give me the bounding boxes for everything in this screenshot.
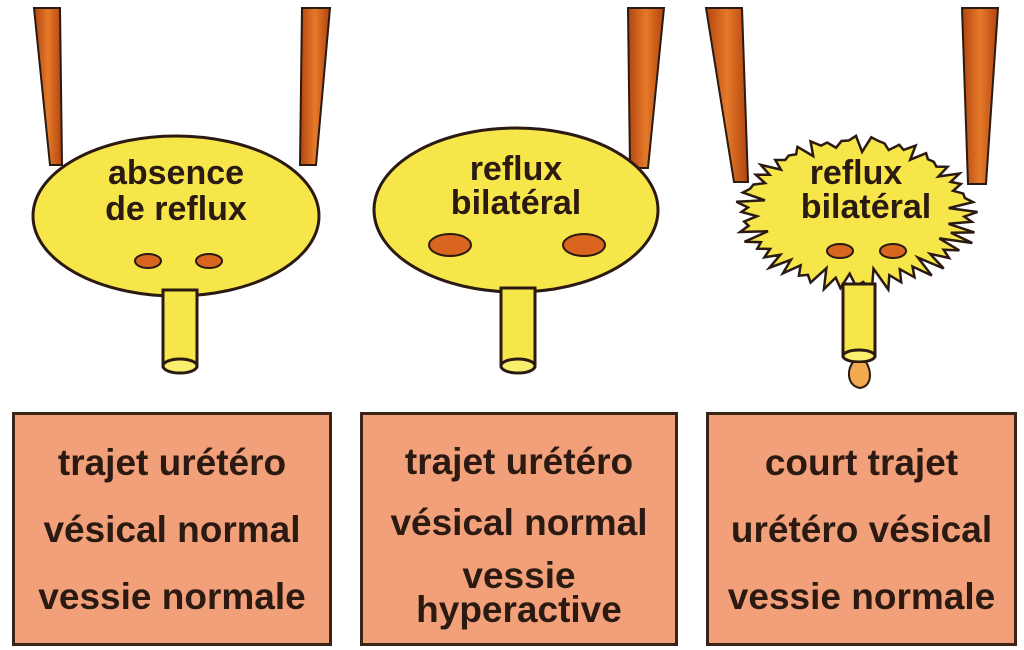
panel-1-bladder-label-line-2: de reflux (105, 190, 247, 228)
panel-3-box-line-3: vessie normale (728, 578, 995, 615)
panel-1-urethra (163, 290, 197, 366)
diagram-drawing: absence de reflux reflux bilatéral reflu… (0, 0, 1024, 400)
panel-2-bladder-label-line-1: reflux (470, 150, 563, 188)
panel-2-box-line-4: hyperactive (416, 592, 622, 627)
panel-3-urine-drop (849, 362, 870, 388)
panel-2-urethra (501, 288, 535, 366)
panel-1-right-orifice (196, 254, 222, 268)
panel-1-box-line-1: trajet urétéro (58, 444, 286, 481)
panel-3-box-line-2: urétéro vésical (731, 511, 992, 548)
panel-3-description-box: court trajet urétéro vésical vessie norm… (706, 412, 1017, 646)
panel-3-bladder-label-line-2: bilatéral (801, 188, 931, 226)
panel-2-bladder-label-line-2: bilatéral (451, 184, 581, 222)
panel-3-box-line-1: court trajet (765, 444, 958, 481)
panel-1-bladder-label-line-1: absence (108, 154, 244, 192)
panel-1-bladder: absence de reflux (33, 8, 330, 373)
panel-3-left-orifice (827, 244, 853, 258)
panel-1-left-orifice (135, 254, 161, 268)
panel-2-box-line-2: vésical normal (390, 504, 647, 541)
panel-2-box-line-1: trajet urétéro (405, 443, 633, 480)
panel-1-description-box: trajet urétéro vésical normal vessie nor… (12, 412, 332, 646)
panel-2-right-orifice (563, 234, 605, 256)
panel-1-box-line-3: vessie normale (38, 578, 305, 615)
panel-1-right-ureter (300, 8, 330, 165)
panel-3-right-orifice (880, 244, 906, 258)
panel-1-box-line-2: vésical normal (43, 511, 300, 548)
panel-3-bladder-label-line-1: reflux (810, 154, 903, 192)
panel-3-urethra-opening (843, 350, 875, 362)
panel-2-description-box: trajet urétéro vésical normal vessie hyp… (360, 412, 678, 646)
panel-3-left-ureter (706, 8, 748, 182)
panel-3-right-ureter (962, 8, 998, 184)
panel-1-left-ureter (34, 8, 62, 165)
panel-2-left-orifice (429, 234, 471, 256)
panel-2-urethra-opening (501, 359, 535, 373)
panel-3-urethra (843, 284, 875, 356)
panel-1-urethra-opening (163, 359, 197, 373)
panel-2-right-ureter (628, 8, 664, 168)
panel-2-box-line-3: vessie (462, 559, 575, 592)
panel-3-bladder: reflux bilatéral (706, 8, 998, 388)
panel-2-bladder: reflux bilatéral (374, 8, 664, 373)
